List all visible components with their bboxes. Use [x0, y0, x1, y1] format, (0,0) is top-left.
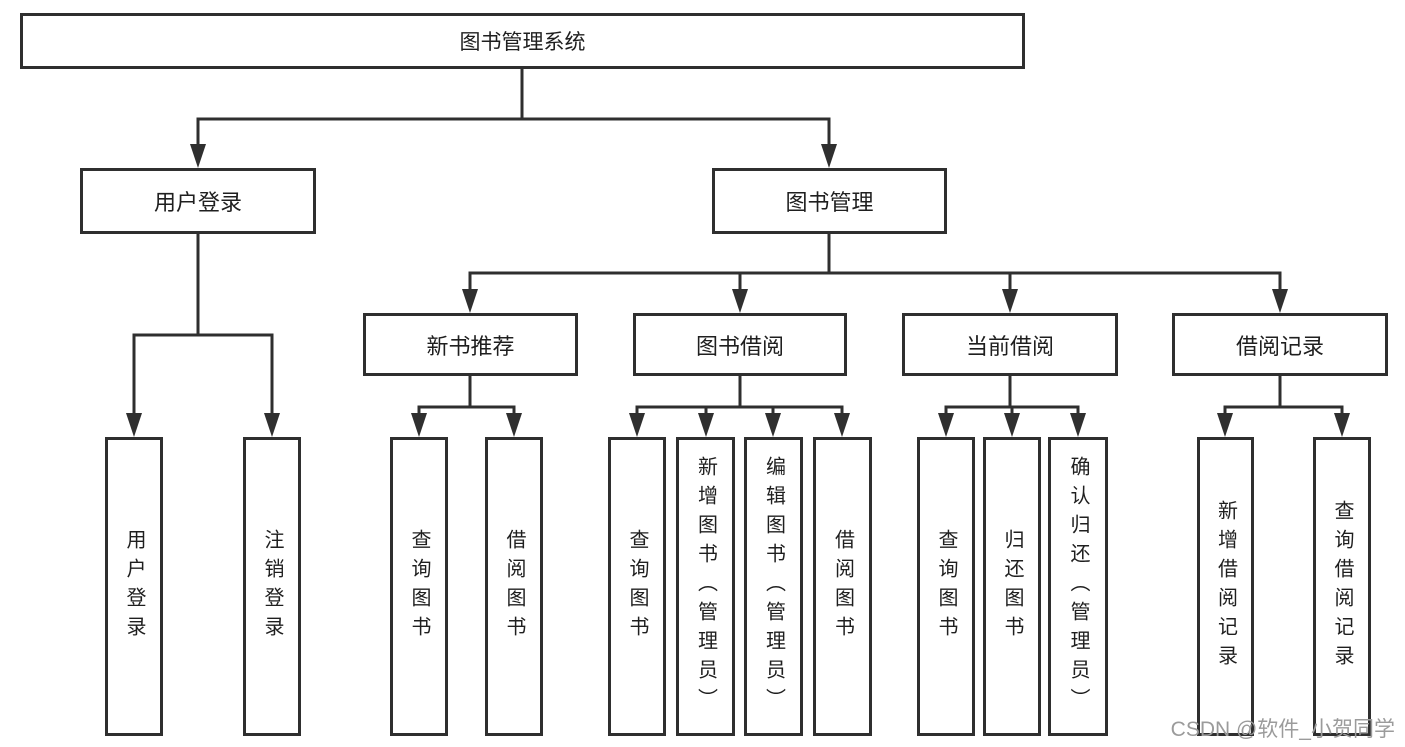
leaf-label: 借阅图书 [831, 528, 854, 645]
leaf-label: 查询图书 [408, 528, 430, 645]
leaf-query-books-borrowing: 查询图书 [608, 437, 666, 736]
leaf-label: 借阅图书 [503, 528, 525, 645]
leaf-label: 查询图书 [626, 528, 648, 645]
leaf-label: 用户登录 [123, 528, 145, 645]
leaf-logout: 注销登录 [243, 437, 301, 736]
leaf-label: 编辑图书（管理员） [762, 456, 785, 717]
node-borrowing-records: 借阅记录 [1172, 313, 1388, 376]
leaf-label: 确认归还（管理员） [1067, 456, 1089, 717]
leaf-label: 查询借阅记录 [1331, 499, 1353, 674]
leaf-borrow-books: 借阅图书 [813, 437, 872, 736]
watermark: CSDN @软件_小贺同学 [1170, 718, 1395, 741]
leaf-query-borrow-record: 查询借阅记录 [1313, 437, 1371, 736]
leaf-user-login: 用户登录 [105, 437, 163, 736]
node-current-borrowing: 当前借阅 [902, 313, 1118, 376]
leaf-add-borrow-record: 新增借阅记录 [1197, 437, 1254, 736]
leaf-label: 注销登录 [261, 528, 283, 645]
leaf-label: 新增图书（管理员） [694, 456, 717, 717]
leaf-label: 查询图书 [935, 528, 957, 645]
leaf-label: 新增借阅记录 [1214, 499, 1237, 674]
leaf-return-books: 归还图书 [983, 437, 1041, 736]
node-library-management-system: 图书管理系统 [20, 13, 1025, 69]
leaf-edit-books-admin: 编辑图书（管理员） [744, 437, 803, 736]
node-book-borrowing: 图书借阅 [633, 313, 847, 376]
leaf-query-books-current: 查询图书 [917, 437, 975, 736]
leaf-confirm-return-admin: 确认归还（管理员） [1048, 437, 1108, 736]
leaf-add-books-admin: 新增图书（管理员） [676, 437, 735, 736]
leaf-label: 归还图书 [1001, 528, 1023, 645]
leaf-query-books-recommend: 查询图书 [390, 437, 448, 736]
leaf-borrow-books-recommend: 借阅图书 [485, 437, 543, 736]
node-label: 图书借阅 [695, 333, 784, 359]
node-label: 新书推荐 [426, 333, 515, 359]
node-label: 图书管理 [785, 190, 874, 215]
node-label: 当前借阅 [965, 333, 1054, 359]
node-label: 图书管理系统 [459, 31, 586, 54]
node-label: 借阅记录 [1235, 333, 1324, 359]
node-book-management: 图书管理 [712, 168, 947, 234]
node-new-book-recommend: 新书推荐 [363, 313, 578, 376]
node-label: 用户登录 [153, 190, 242, 215]
node-user-login: 用户登录 [80, 168, 316, 234]
